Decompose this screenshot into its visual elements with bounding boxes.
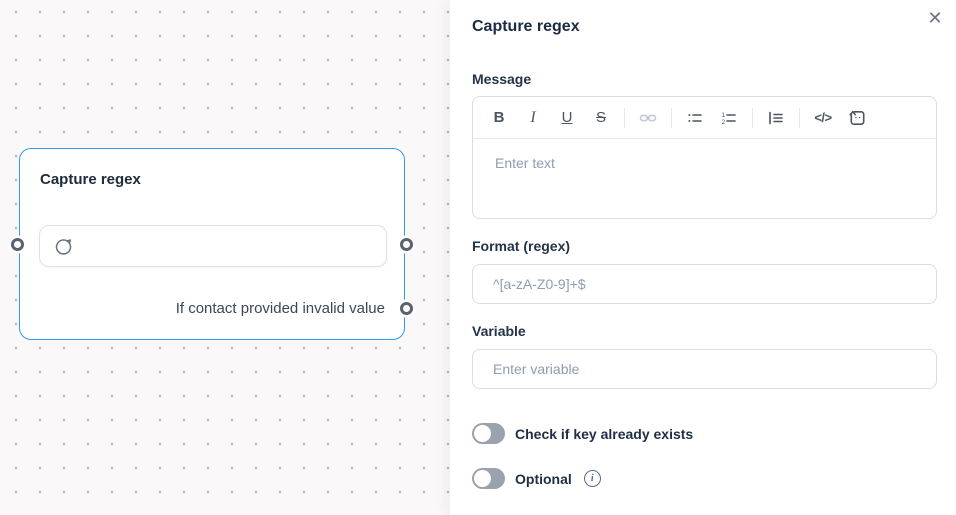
strikethrough-button[interactable]: S [585,103,617,133]
flow-canvas[interactable]: Capture regex If contact provided invali… [0,0,452,515]
optional-toggle[interactable] [472,468,505,489]
port-output[interactable] [400,238,413,251]
info-icon[interactable]: i [583,470,601,487]
variable-label: Variable [472,323,526,339]
toggle-knob [474,425,491,442]
port-error-output[interactable] [400,302,413,315]
message-editor: B I U S [472,96,937,219]
toolbar-divider [752,107,753,128]
emoji-icon[interactable] [841,103,873,133]
message-textarea[interactable]: Enter text [473,139,936,189]
error-branch-label: If contact provided invalid value [175,300,385,317]
ordered-list-icon[interactable]: 1 2 [713,103,745,133]
link-icon[interactable] [632,103,664,133]
editor-toolbar: B I U S [473,97,936,139]
optional-toggle-row: Optional i [472,468,601,489]
bold-button[interactable]: B [483,103,515,133]
toolbar-divider [671,107,672,128]
node-message-preview[interactable] [39,225,387,267]
blockquote-icon[interactable] [760,103,792,133]
toggle-knob [474,470,491,487]
format-label: Format (regex) [472,238,571,254]
toolbar-divider [624,107,625,128]
panel-title: Capture regex [472,18,580,35]
message-placeholder: Enter text [495,155,555,171]
italic-button[interactable]: I [517,103,549,133]
bullet-list-icon[interactable] [679,103,711,133]
capture-regex-node[interactable]: Capture regex If contact provided invali… [11,148,413,340]
check-key-toggle[interactable] [472,423,505,444]
message-label: Message [472,71,532,87]
svg-text:2: 2 [722,119,726,126]
format-regex-input[interactable] [472,264,937,304]
code-button[interactable]: </> [807,103,839,133]
close-icon[interactable]: ✕ [923,6,947,30]
settings-panel: Capture regex ✕ Message B I U S [450,0,956,515]
underline-button[interactable]: U [551,103,583,133]
check-key-toggle-row: Check if key already exists [472,423,693,444]
optional-label: Optional [515,470,572,487]
port-input[interactable] [11,238,24,251]
check-key-label: Check if key already exists [515,425,694,442]
toolbar-divider [799,107,800,128]
svg-text:1: 1 [722,112,726,119]
node-title: Capture regex [40,171,141,188]
chat-bubble-icon [55,238,72,255]
variable-input[interactable] [472,349,937,389]
